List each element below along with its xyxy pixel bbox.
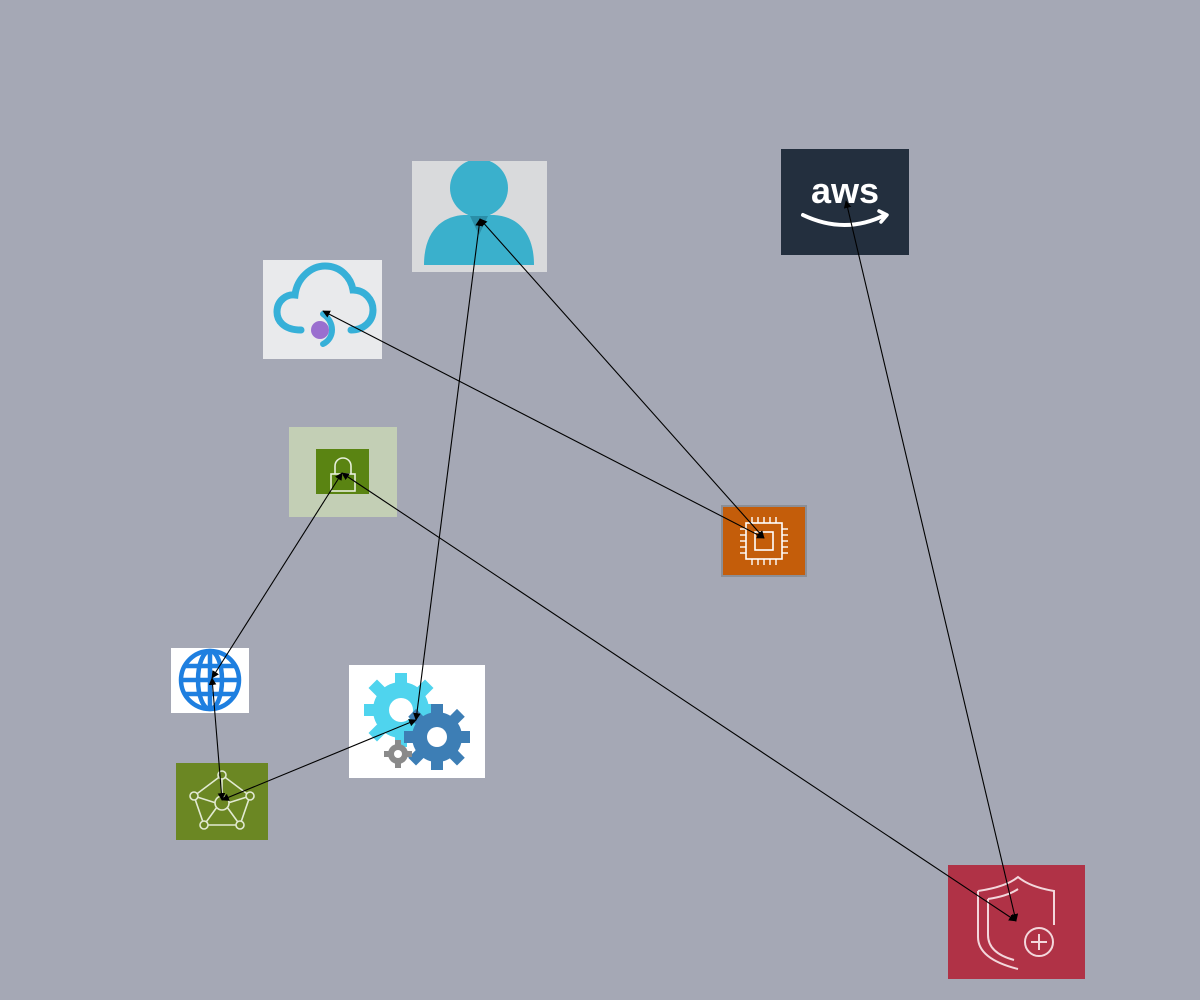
network-icon: [189, 770, 255, 830]
shield-node[interactable]: [948, 865, 1085, 979]
cloud-endpoint-icon: [273, 262, 377, 347]
network-node[interactable]: [176, 763, 268, 840]
lock-node[interactable]: [289, 427, 397, 517]
settings-gears-node[interactable]: [349, 665, 485, 778]
globe-icon: [178, 648, 242, 712]
gears-icon: [364, 673, 470, 770]
compute-chip-node[interactable]: [721, 505, 807, 577]
lock-icon: [316, 449, 369, 494]
aws-node[interactable]: aws: [781, 149, 909, 255]
chip-icon: [740, 517, 788, 565]
cloud-endpoint-node[interactable]: [263, 260, 382, 359]
edge-gears-user: [413, 218, 483, 721]
user-node[interactable]: [412, 161, 547, 272]
edge-aws-shield: [843, 200, 1019, 922]
aws-logo: aws: [801, 170, 889, 227]
user-icon: [424, 161, 534, 265]
aws-logo-text: aws: [811, 170, 879, 211]
globe-node[interactable]: [171, 648, 249, 713]
shield-add-icon: [977, 875, 1055, 970]
